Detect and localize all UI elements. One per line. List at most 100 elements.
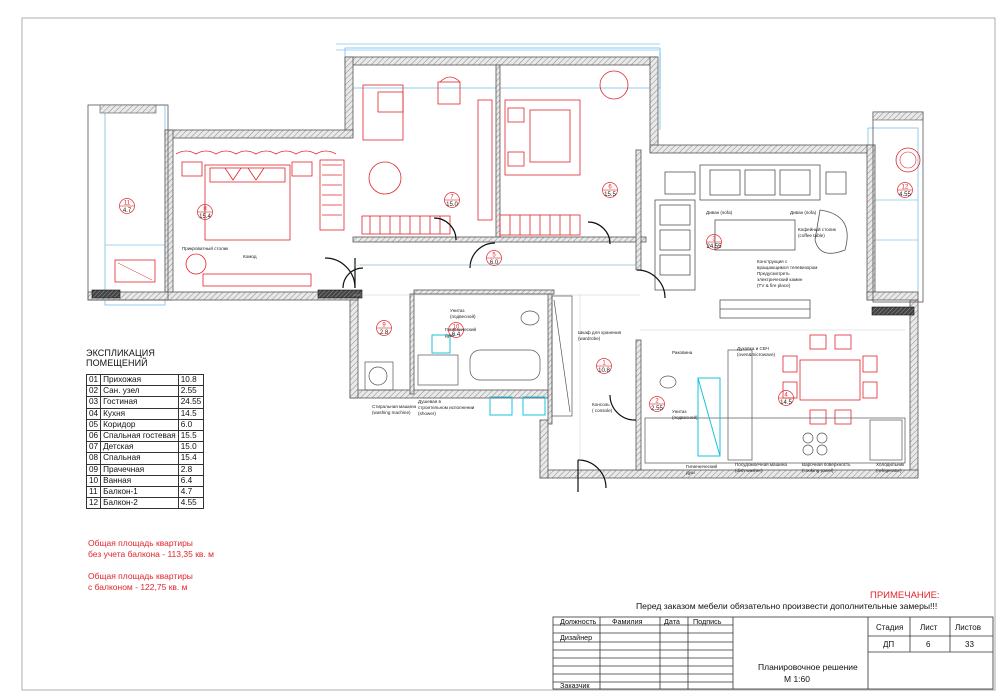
stamp-col-name: Фамилия (612, 617, 643, 626)
total-area-without-balcony: Общая площадь квартиры без учета балкона… (88, 538, 214, 560)
room-marker-6: 615.5 (602, 182, 618, 198)
legend-cell-name: Гостиная (100, 396, 179, 409)
legend-cell-name: Балкон-2 (100, 497, 179, 510)
legend-cell-name: Ванная (100, 474, 179, 487)
legend-cell-name: Спальная гостевая (100, 429, 179, 443)
legend-cell-n: 06 (85, 429, 102, 443)
legend-cell-area: 6.0 (177, 418, 205, 431)
legend-cell-name: Кухня (100, 407, 179, 420)
legend-cell-area: 2.8 (177, 463, 205, 476)
legend-cell-area: 6.4 (177, 474, 205, 487)
label-console: Консоль (592, 402, 610, 407)
label-coffee: Кофейный столик (798, 226, 837, 232)
room-number: 4 (784, 393, 788, 399)
legend-cell-area: 4.7 (177, 485, 205, 499)
legend-cell-area: 4.55 (177, 497, 205, 510)
label-hob-en: (cooking panel) (802, 468, 834, 473)
bathroom-fixtures (364, 295, 573, 417)
legend-cell-name: Прихожая (100, 373, 179, 387)
legend-cell-area: 24.55 (177, 396, 205, 409)
label-oven2: (oven&microwave) (737, 352, 776, 357)
balcony-2 (872, 111, 924, 303)
label-shower3: (shower) (418, 411, 436, 416)
legend-cell-area: 15.5 (177, 429, 205, 443)
room-area: 15.5 (604, 192, 616, 198)
room-area: 6.0 (490, 260, 499, 266)
label-tv3: Предусмотреть (757, 271, 790, 276)
legend-cell-n: 03 (85, 396, 102, 409)
label-coffee-en: (coffee table) (798, 233, 825, 238)
title-block (552, 616, 994, 690)
room-number: 3 (712, 237, 716, 243)
room-number: 9 (382, 323, 386, 329)
stamp-sheets: 33 (965, 640, 974, 649)
room-area: 4.55 (899, 192, 911, 198)
label-fridge-en: (refrigerator) (876, 468, 902, 473)
legend-cell-n: 08 (85, 452, 102, 465)
total-with-l1: Общая площадь квартиры (88, 571, 193, 581)
room-area: 4.7 (123, 208, 132, 214)
legend-cell-n: 09 (85, 463, 102, 476)
room-number: 6 (608, 185, 612, 191)
label-dresser: Комод (243, 254, 257, 259)
dining-set (782, 334, 878, 425)
living-room-furniture (654, 164, 848, 319)
note-heading: ПРИМЕЧАНИЕ: (870, 590, 940, 601)
label-dishwasher-en: (dish washer) (735, 468, 763, 473)
legend-cell-name: Детская (100, 441, 179, 454)
label-hygshower: Гигиенический (686, 463, 718, 469)
total-area-with-balcony: Общая площадь квартиры с балконом - 122,… (88, 571, 193, 593)
stamp-col-role: Должность (560, 617, 597, 626)
label-washing-en: (washing machine) (372, 410, 411, 415)
bedroom-8-furniture (175, 150, 345, 287)
label-tv4: электрический камин (757, 276, 803, 282)
room-marker-2: 22.55 (649, 396, 665, 412)
label-tv2: вращающимся телевизором (757, 265, 817, 270)
room-marker-7: 715.0 (444, 192, 460, 208)
wall-blocks (91, 289, 915, 316)
title-block-text: Должность Фамилия Дата Подпись Дизайнер … (560, 617, 981, 690)
room-area: 2.8 (380, 330, 389, 336)
stamp-col-sign: Подпись (693, 617, 722, 626)
walls (87, 56, 919, 479)
legend-cell-area: 10.8 (177, 373, 205, 387)
legend-title: ЭКСПЛИКАЦИЯ ПОМЕЩЕНИЙ (86, 348, 155, 368)
label-bedside: Прикроватный столик (182, 245, 229, 251)
annotations: Диван (sofa) Диван (sofa) Кофейный столи… (182, 210, 905, 475)
legend-cell-name: Сан. узел (100, 385, 179, 398)
room-number: 1 (602, 361, 606, 367)
room-number: 10 (453, 325, 460, 331)
room-6-furniture (499, 70, 629, 236)
legend-cell-name: Прачечная (100, 463, 179, 476)
stamp-col-date: Дата (664, 617, 680, 626)
stamp-sheet: 6 (926, 640, 931, 649)
room-marker-12: 124.55 (897, 182, 913, 198)
room-marker-11: 114.7 (119, 198, 135, 214)
legend-cell-area: 15.4 (177, 452, 205, 465)
room-area: 14.5 (780, 400, 792, 406)
legend-cell-n: 02 (85, 385, 102, 398)
legend-cell-name: Спальная (100, 452, 179, 465)
stamp-title-l1: Планировочное решение (758, 662, 858, 672)
room-7-furniture (361, 76, 493, 235)
legend-cell-area: 15.0 (177, 441, 205, 454)
legend-cell-n: 12 (85, 497, 102, 510)
label-toilet2: Унитаз (450, 308, 464, 313)
label-console-en: ( console) (592, 408, 613, 413)
legend-cell-n: 05 (85, 418, 102, 431)
note-text: Перед заказом мебели обязательно произве… (636, 601, 938, 611)
legend-cell-n: 10 (85, 474, 102, 487)
legend-cell-name: Балкон-1 (100, 485, 179, 499)
